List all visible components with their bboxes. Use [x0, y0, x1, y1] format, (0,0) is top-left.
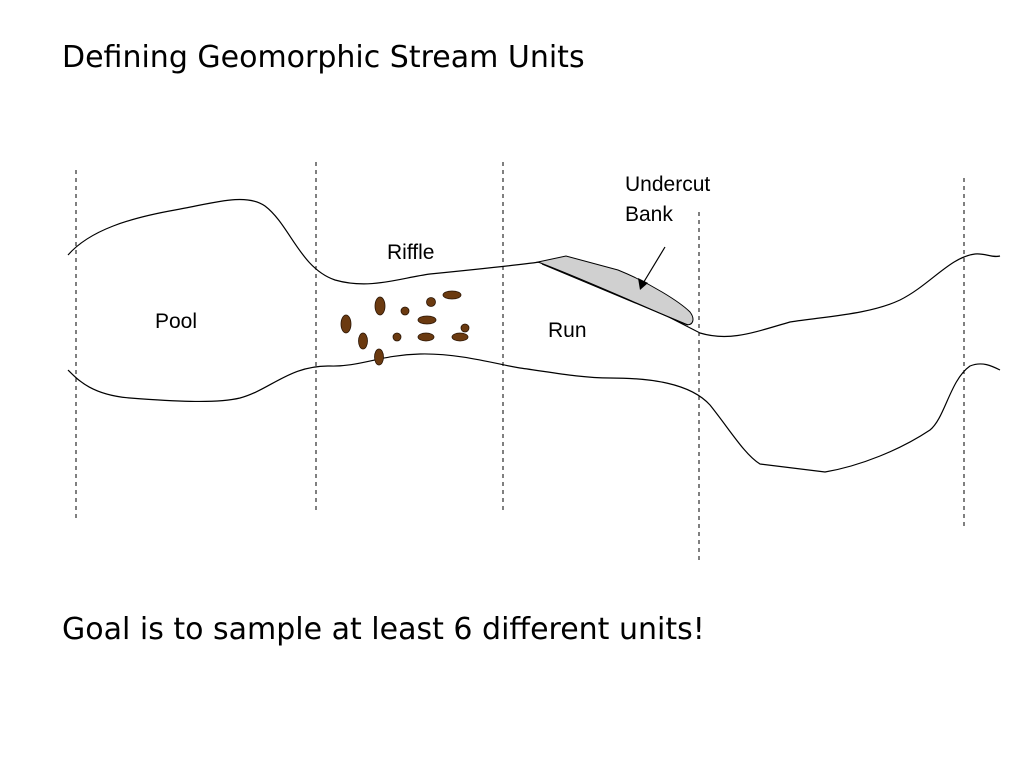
unit-boundaries	[75, 162, 965, 562]
undercut-label-line1: Undercut	[625, 173, 710, 196]
undercut-label-line2: Bank	[625, 203, 673, 226]
upper-stream-bank	[67, 198, 1001, 338]
rock	[340, 314, 352, 334]
rock	[374, 296, 386, 316]
rock	[374, 348, 384, 366]
rock	[426, 297, 436, 307]
slide-footer-text: Goal is to sample at least 6 different u…	[62, 612, 705, 647]
rock	[392, 332, 402, 342]
undercut-bank-shape	[536, 255, 694, 326]
undercut-bank-edge	[541, 263, 689, 326]
pool-label: Pool	[155, 310, 197, 333]
rock	[460, 323, 470, 333]
riffle-rocks	[340, 290, 470, 366]
run-label: Run	[548, 319, 587, 342]
undercut-pointer-arrowhead	[638, 278, 648, 290]
undercut-pointer-arrow	[641, 246, 666, 286]
rock	[417, 315, 437, 325]
rock	[442, 290, 462, 300]
rock	[400, 306, 410, 316]
slide-title: Defining Geomorphic Stream Units	[62, 40, 585, 75]
rock	[417, 332, 435, 342]
riffle-label: Riffle	[387, 241, 434, 264]
lower-stream-bank	[67, 353, 1001, 473]
rock	[451, 332, 469, 342]
rock	[358, 332, 368, 350]
